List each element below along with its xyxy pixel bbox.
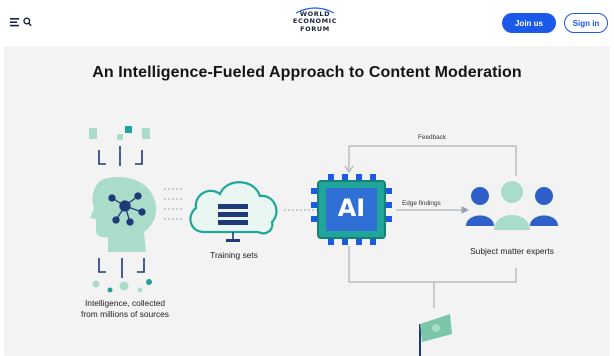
logo-arc-icon xyxy=(295,7,335,14)
feedback-loop-arrow xyxy=(344,145,517,176)
logo-word-1: WORLD xyxy=(299,9,331,18)
infographic-panel: An Intelligence-Fueled Approach to Conte… xyxy=(4,46,610,356)
experts-label: Subject matter experts xyxy=(470,246,554,256)
sign-in-button[interactable]: Sign in xyxy=(564,13,608,33)
wef-logo[interactable]: WORLD ECONOMIC FORUM xyxy=(270,4,360,40)
top-data-lines xyxy=(98,146,143,166)
logo-word-2: ECONOMIC xyxy=(292,17,338,26)
source-label-line-1: Intelligence, collected xyxy=(84,298,166,308)
human-head-icon xyxy=(90,176,157,252)
logo-word-3: FORUM xyxy=(300,24,330,33)
edge-findings-arrow xyxy=(396,206,470,214)
bottom-data-lines xyxy=(98,258,145,278)
flag-icon xyxy=(419,314,452,356)
infographic-title: An Intelligence-Fueled Approach to Conte… xyxy=(92,64,522,81)
data-source-squares xyxy=(89,126,150,140)
source-label-line-2: from millions of sources xyxy=(81,308,169,319)
menu-icon xyxy=(10,18,19,27)
menu-search-button[interactable] xyxy=(10,14,32,30)
top-navigation-bar: WORLD ECONOMIC FORUM Join us Sign in xyxy=(0,0,614,44)
feedback-label: Feedback xyxy=(418,134,447,141)
data-source-dots xyxy=(92,279,152,293)
input-arrows xyxy=(164,188,184,220)
ai-chip-icon xyxy=(311,174,392,245)
cloud-database-icon xyxy=(189,181,278,242)
join-us-button[interactable]: Join us xyxy=(502,13,556,33)
search-icon xyxy=(23,17,32,27)
source-label: Intelligence, collected from millions of… xyxy=(56,298,194,319)
moderation-diagram xyxy=(89,126,558,356)
ai-chip-label: AI xyxy=(337,194,366,222)
moderation-output-line xyxy=(348,246,517,308)
people-group-icon xyxy=(466,181,558,230)
training-sets-label: Training sets xyxy=(210,250,258,260)
edge-findings-label: Edge findings xyxy=(402,200,441,207)
neural-network-icon xyxy=(108,192,146,226)
